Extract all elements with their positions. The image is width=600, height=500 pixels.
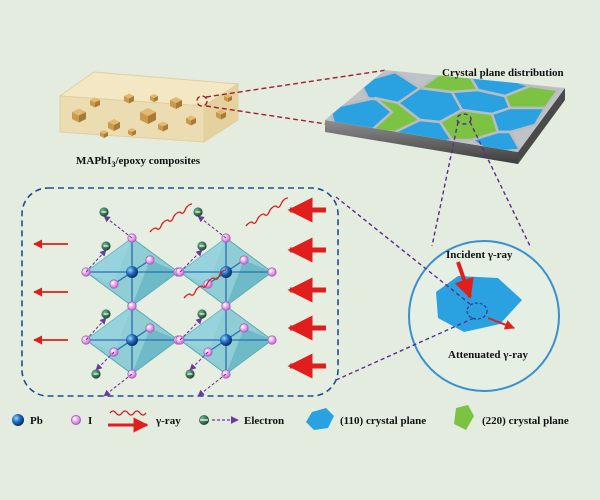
electron: [193, 207, 203, 217]
crystal-cube: [90, 97, 100, 108]
magnified-grain-circle: [408, 240, 560, 392]
crystal-plane-distribution-label: Crystal plane distribution: [442, 67, 564, 79]
electron: [185, 369, 195, 379]
i-atom: [267, 335, 277, 345]
composite-label: MAPbI3/epoxy composites: [76, 155, 201, 169]
gamma-arrows: [33, 197, 326, 379]
electron-path: [179, 317, 203, 341]
i-atom: [145, 323, 155, 333]
legend-pb: Pb: [30, 415, 43, 427]
electron: [197, 309, 207, 319]
pb-atom: [220, 334, 232, 346]
embedded-crystal-cubes: [72, 93, 232, 138]
legend-plane-110: (110) crystal plane: [340, 415, 426, 427]
i-atom: [127, 301, 137, 311]
gamma-wave: [245, 197, 289, 227]
lead-atoms: [126, 266, 232, 346]
i-atom: [221, 301, 231, 311]
legend-plane-220: (220) crystal plane: [482, 415, 569, 427]
legend-electron: Electron: [244, 415, 284, 427]
composite-block: [58, 71, 240, 143]
crystal-cube: [216, 109, 226, 120]
crystal-cube: [158, 121, 168, 132]
gamma-wave: [183, 269, 227, 299]
electron-path: [103, 215, 133, 239]
crystal-cube: [224, 94, 232, 102]
electron-path: [103, 373, 133, 397]
electron-path: [189, 351, 209, 371]
attenuated-gamma-arrow: [487, 317, 515, 330]
legend-i-swatch: [71, 415, 81, 425]
legend-gamma-wave: [109, 410, 147, 416]
crystal-cube: [72, 108, 86, 123]
zoom-lines-slab: [431, 113, 531, 247]
electron: [197, 241, 207, 251]
pb-atom: [126, 266, 138, 278]
electron-path: [197, 373, 227, 397]
electron: [101, 309, 111, 319]
pb-atom: [220, 266, 232, 278]
electron-path: [179, 249, 203, 273]
legend-i: I: [88, 415, 92, 427]
crystal-cube: [108, 119, 120, 131]
incident-label: Incident γ-ray: [446, 249, 513, 261]
i-atom: [239, 323, 249, 333]
legend-110-swatch: [306, 408, 334, 430]
electron: [101, 241, 111, 251]
i-atom: [267, 267, 277, 277]
wavy-gamma-rays: [149, 197, 289, 299]
i-atom: [239, 255, 249, 265]
attenuated-label: Attenuated γ-ray: [448, 349, 528, 361]
legend-pb-swatch: [12, 414, 24, 426]
pb-atom: [126, 334, 138, 346]
legend-gamma: γ-ray: [155, 415, 181, 427]
crystal-cube: [150, 94, 158, 102]
gamma-wave: [149, 203, 193, 233]
electron: [99, 207, 109, 217]
electrons: [85, 207, 227, 397]
zoom-lines-composite: [196, 69, 388, 125]
perovskite-lattice: [33, 197, 326, 397]
crystal-cube: [124, 93, 134, 104]
electron-path: [95, 351, 115, 371]
legend-220-swatch: [454, 405, 474, 430]
electron-path: [197, 215, 227, 239]
crystal-plane-slab: [325, 70, 565, 164]
legend: Pb I γ-ray Electron (110) crystal plane …: [12, 405, 569, 433]
crystal-cube: [170, 97, 182, 109]
crystal-cube: [186, 115, 196, 126]
crystal-cube: [140, 108, 156, 124]
i-atom: [145, 255, 155, 265]
incident-gamma-arrow: [454, 261, 474, 299]
zoom-lines-panel: [335, 196, 475, 381]
crystal-cube: [100, 130, 108, 138]
i-atom: [109, 279, 119, 289]
crystal-cube: [128, 128, 136, 136]
electron: [91, 369, 101, 379]
